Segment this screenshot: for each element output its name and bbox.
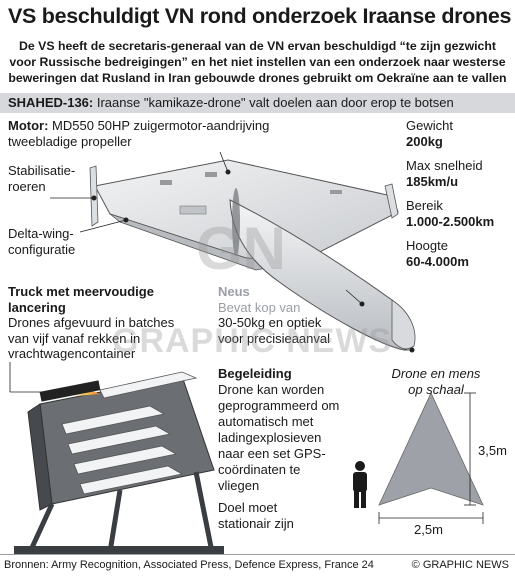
watermark-logo: GN bbox=[196, 215, 286, 282]
standfirst: De VS heeft de secretaris-generaal van d… bbox=[0, 38, 515, 86]
nose-title: Neus bbox=[218, 284, 250, 299]
truck-text: Drones afgevuurd in batches bbox=[8, 315, 175, 330]
guidance-text: geprogrammeerd om bbox=[218, 398, 340, 413]
guidance-text: Drone kan worden bbox=[218, 382, 325, 397]
stabilizer-label: Stabilisatie- roeren bbox=[8, 163, 75, 194]
truck-title: Truck met meervoudige bbox=[8, 284, 154, 299]
copyright: © GRAPHIC NEWS bbox=[411, 559, 509, 571]
truck-text: vrachtwagencontainer bbox=[8, 346, 136, 361]
motor-label: Motor: MD550 50HP zuigermotor-aandrijvin… bbox=[8, 118, 269, 149]
shahed-drone-illustration bbox=[50, 151, 416, 353]
target-text: stationair zijn bbox=[218, 516, 294, 531]
motor-title: Motor: bbox=[8, 118, 49, 133]
width-dimension: 2,5m bbox=[414, 522, 443, 537]
guidance-text: vliegen bbox=[218, 478, 260, 493]
guidance-title: Begeleiding bbox=[218, 366, 292, 381]
spec-value: 185km/u bbox=[406, 173, 459, 189]
page-title: VS beschuldigt VN rond onderzoek Iraanse… bbox=[8, 4, 512, 28]
spec-label: Max snelheid bbox=[406, 158, 483, 173]
spec-max-speed: Max snelheid 185km/u bbox=[406, 158, 483, 189]
truck-title: lancering bbox=[8, 299, 66, 315]
stabilizer-text: Stabilisatie- bbox=[8, 163, 76, 178]
guidance-text: ladingexplosieven bbox=[218, 430, 322, 445]
guidance-text: naar een set GPS- bbox=[218, 446, 326, 461]
footer: Bronnen: Army Recognition, Associated Pr… bbox=[0, 554, 515, 576]
motor-text: tweebladige propeller bbox=[8, 133, 132, 149]
guidance-text: automatisch met bbox=[218, 414, 314, 429]
stabilizer-text: roeren bbox=[8, 178, 46, 194]
drone-banner: SHAHED-136: Iraanse "kamikaze-drone" val… bbox=[0, 93, 515, 113]
height-dimension: 3,5m bbox=[478, 443, 507, 458]
scale-caption-text: Drone en mens bbox=[391, 366, 481, 381]
standfirst-line: De VS heeft de secretaris-generaal van d… bbox=[19, 39, 496, 53]
scale-caption-text: op schaal bbox=[408, 381, 464, 397]
nose-text: voor precisieaanval bbox=[218, 330, 331, 346]
spec-label: Bereik bbox=[406, 198, 443, 213]
spec-weight: Gewicht 200kg bbox=[406, 118, 453, 149]
scale-illustration bbox=[353, 392, 484, 524]
motor-text: MD550 50HP zuigermotor-aandrijving bbox=[48, 118, 270, 133]
spec-value: 60-4.000m bbox=[406, 253, 469, 269]
drone-name: SHAHED-136: bbox=[8, 95, 94, 110]
nose-label: Neus Bevat kop van 30-50kg en optiek voo… bbox=[218, 284, 330, 346]
nose-text: 30-50kg en optiek bbox=[218, 315, 322, 330]
truck-label: Truck met meervoudige lancering Drones a… bbox=[8, 284, 174, 362]
guidance-text: coördinaten te bbox=[218, 462, 301, 477]
spec-value: 1.000-2.500km bbox=[406, 213, 495, 229]
spec-label: Hoogte bbox=[406, 238, 448, 253]
sources: Bronnen: Army Recognition, Associated Pr… bbox=[4, 559, 374, 571]
guidance-label: Begeleiding Drone kan worden geprogramme… bbox=[218, 366, 339, 494]
target-text: Doel moet bbox=[218, 500, 278, 515]
truck-text: van vijf vanaf rekken in bbox=[8, 330, 141, 346]
spec-value: 200kg bbox=[406, 133, 443, 149]
target-label: Doel moet stationair zijn bbox=[218, 500, 294, 532]
standfirst-line: beweringen dat Rusland in Iran gebouwde … bbox=[8, 71, 507, 85]
spec-range: Bereik 1.000-2.500km bbox=[406, 198, 494, 229]
nose-text: Bevat kop van bbox=[218, 299, 301, 315]
scale-caption: Drone en mens op schaal bbox=[386, 366, 486, 397]
truck-launcher-illustration bbox=[9, 362, 224, 554]
delta-wing-text: configuratie bbox=[8, 241, 76, 257]
spec-label: Gewicht bbox=[406, 118, 453, 133]
drone-description: Iraanse "kamikaze-drone" valt doelen aan… bbox=[93, 95, 454, 110]
spec-altitude: Hoogte 60-4.000m bbox=[406, 238, 469, 269]
watermark-text: GRAPHIC NEWS bbox=[112, 322, 393, 360]
standfirst-line: voor Russische bedreigingen” en het niet… bbox=[9, 55, 506, 69]
delta-wing-label: Delta-wing- configuratie bbox=[8, 226, 75, 257]
delta-wing-text: Delta-wing- bbox=[8, 226, 74, 241]
